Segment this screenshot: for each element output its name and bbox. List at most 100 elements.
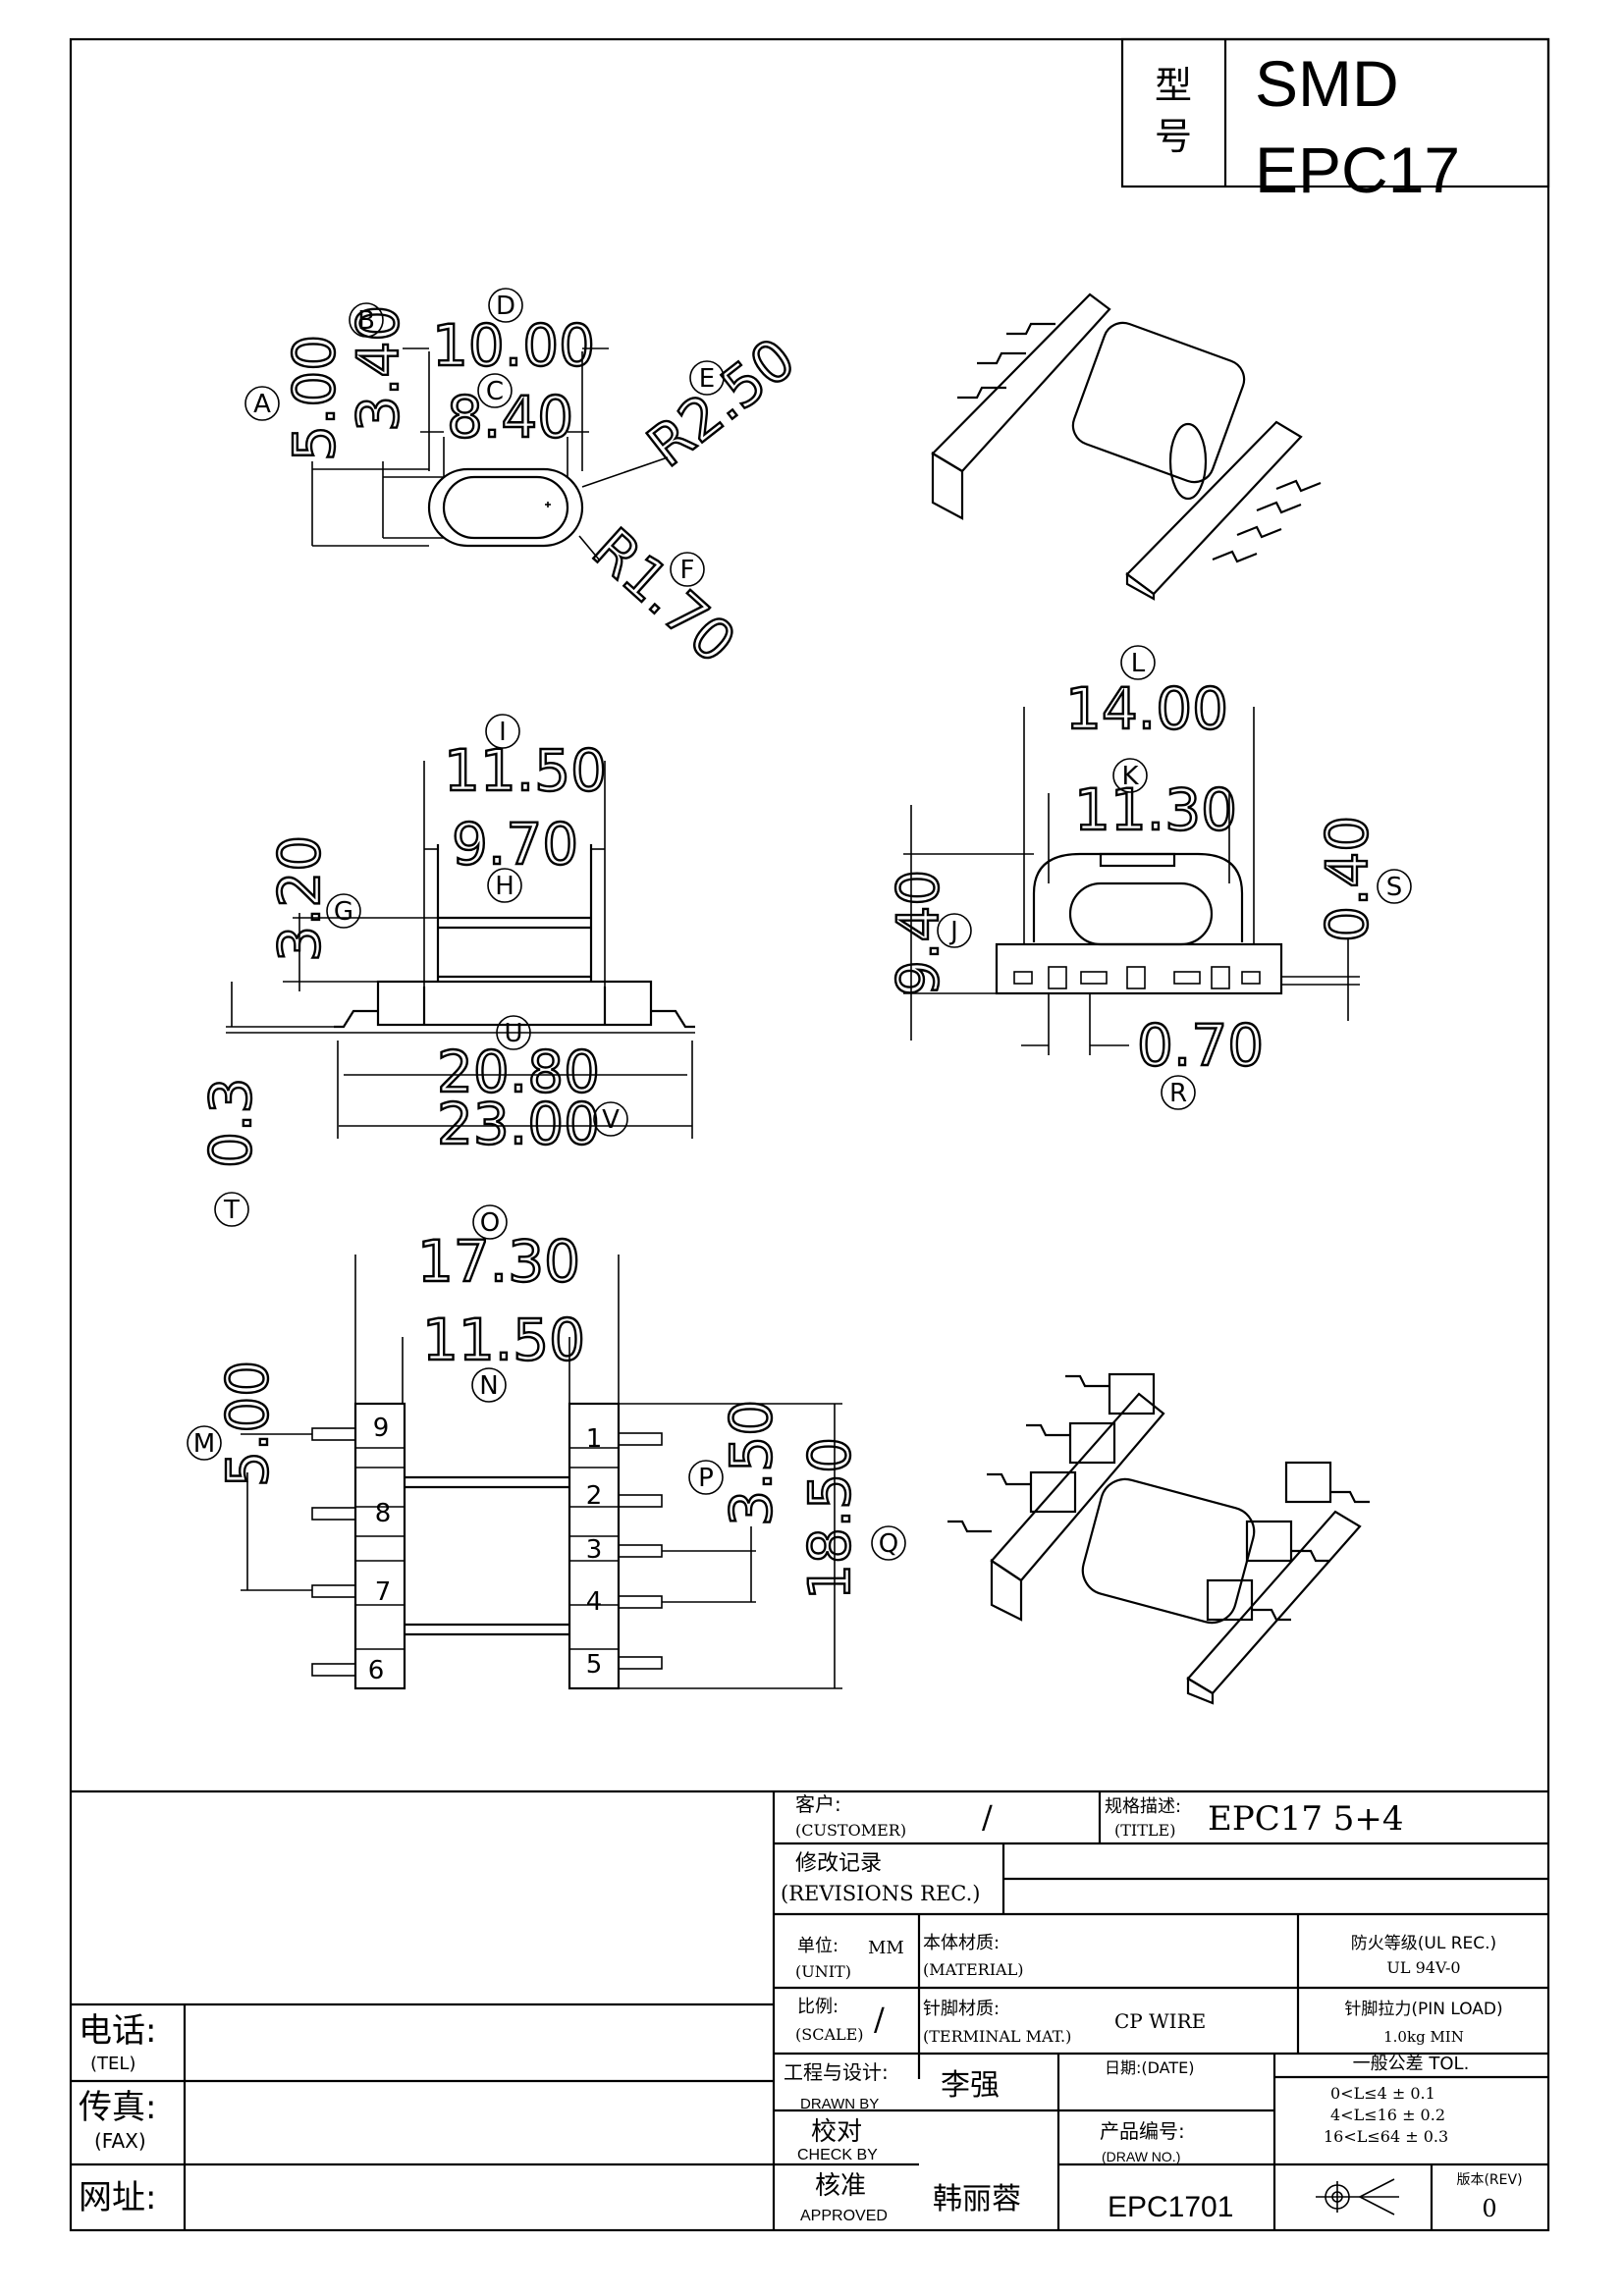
terminal-en: (TERMINAL MAT.) <box>923 2027 1071 2046</box>
date-cn: 日期:(DATE) <box>1105 2058 1195 2077</box>
dim-T: 0.3 <box>197 1078 264 1168</box>
drawn-value: 李强 <box>941 2068 1000 2103</box>
sheet-border <box>69 37 1550 2232</box>
projection-symbol-icon <box>1316 2178 1399 2216</box>
tel-en: (TEL) <box>90 2054 135 2074</box>
bubble-N: N <box>479 1371 498 1401</box>
check-en: CHECK BY <box>797 2147 878 2163</box>
dim-B: 3.40 <box>345 305 411 432</box>
pin-2: 2 <box>586 1481 603 1511</box>
bubble-S: S <box>1386 873 1403 902</box>
pin-3: 3 <box>586 1535 603 1565</box>
material-en: (MATERIAL) <box>923 1960 1023 1979</box>
slot-view <box>311 347 669 561</box>
bubble-U: U <box>504 1019 522 1048</box>
scale-value: / <box>874 2001 885 2038</box>
dim-F: R1.70 <box>580 515 748 676</box>
dim-S: 0.40 <box>1314 816 1380 942</box>
bubble-Q: Q <box>879 1529 898 1559</box>
dimension-labels: 5.00 3.40 8.40 10.00 R2.50 R1.70 3.20 9.… <box>196 304 1381 1602</box>
drawn-en: DRAWN BY <box>800 2096 879 2112</box>
title-en: (TITLE) <box>1114 1821 1175 1840</box>
ul-cn: 防火等级(UL REC.) <box>1351 1934 1496 1953</box>
rev-rec-cn: 修改记录 <box>795 1851 882 1876</box>
approved-en: APPROVED <box>800 2208 888 2224</box>
bubble-R: R <box>1169 1079 1187 1108</box>
bubble-O: O <box>480 1208 500 1238</box>
rev-label: 版本(REV) <box>1456 2172 1522 2188</box>
dim-C: 8.40 <box>447 384 573 451</box>
customer-value: / <box>982 1798 993 1836</box>
pin-1: 1 <box>586 1424 603 1454</box>
dim-H: 9.70 <box>452 811 578 878</box>
pin-5: 5 <box>586 1650 603 1680</box>
dim-D: 10.00 <box>432 312 595 379</box>
bubble-K: K <box>1121 762 1139 791</box>
dim-R: 0.70 <box>1137 1012 1264 1079</box>
approved-value: 韩丽蓉 <box>933 2182 1021 2216</box>
bubble-D: D <box>496 292 515 321</box>
drawno-cn: 产品编号: <box>1100 2119 1185 2143</box>
bubble-L: L <box>1131 649 1146 678</box>
tol-row1: 0<L≤4 ± 0.1 <box>1330 2084 1435 2103</box>
fax-label: 传真: <box>79 2088 156 2127</box>
material-cn: 本体材质: <box>923 1933 1000 1953</box>
web-label: 网址: <box>79 2178 156 2217</box>
bubble-J: J <box>948 917 958 946</box>
drawno-en: (DRAW NO.) <box>1102 2149 1180 2164</box>
terminal-value: CP WIRE <box>1114 2009 1206 2033</box>
bubble-E: E <box>699 364 715 394</box>
pin-7: 7 <box>375 1577 392 1607</box>
bubble-P: P <box>698 1464 714 1493</box>
bubble-H: H <box>495 872 514 901</box>
scale-en: (SCALE) <box>795 2025 864 2044</box>
scale-cn: 比例: <box>797 1997 839 2017</box>
unit-en: (UNIT) <box>795 1962 851 1981</box>
bubble-G: G <box>334 897 353 927</box>
approved-cn: 核准 <box>815 2171 866 2201</box>
rev-value: 0 <box>1482 2195 1496 2222</box>
pin-9: 9 <box>373 1414 390 1443</box>
pinload-value: 1.0kg MIN <box>1383 2028 1464 2046</box>
bubble-C: C <box>486 377 504 406</box>
letter-bubbles: A B C D E F G H I J K L M N O P Q R S T … <box>187 288 1412 1561</box>
dim-K: 11.30 <box>1074 776 1237 843</box>
pin-4: 4 <box>586 1587 603 1617</box>
bottom-view <box>241 1255 842 1690</box>
dim-G: 3.20 <box>266 835 333 962</box>
terminal-cn: 针脚材质: <box>923 1999 1000 2019</box>
dim-A: 5.00 <box>281 335 348 461</box>
drawn-cn: 工程与设计: <box>784 2060 889 2084</box>
ul-value: UL 94V-0 <box>1386 1958 1460 1977</box>
pin-numbers: 1 2 3 4 5 6 7 8 9 <box>368 1414 603 1685</box>
title-block: 电话: (TEL) 传真: (FAX) 网址: 客户: (CUSTOMER) /… <box>71 1789 1548 2230</box>
bubble-T: T <box>223 1196 240 1225</box>
drawno-value: EPC1701 <box>1108 2191 1233 2223</box>
bubble-F: F <box>680 556 695 585</box>
title-cn: 规格描述: <box>1105 1796 1181 1817</box>
rev-rec-en: (REVISIONS REC.) <box>781 1882 980 1905</box>
model-line1: SMD <box>1255 47 1399 120</box>
side-view <box>903 707 1360 1055</box>
dim-E: R2.50 <box>635 325 807 480</box>
pin-8: 8 <box>375 1499 392 1528</box>
dim-Q: 18.50 <box>796 1437 863 1600</box>
dim-O: 17.30 <box>417 1228 580 1295</box>
unit-cn: 单位: <box>797 1936 839 1956</box>
model-box: 型 号 SMD EPC17 <box>1120 37 1550 206</box>
fax-en: (FAX) <box>94 2129 146 2153</box>
dim-P: 3.50 <box>718 1400 784 1526</box>
customer-en: (CUSTOMER) <box>795 1821 906 1840</box>
title-value: EPC17 5+4 <box>1208 1799 1404 1839</box>
tol-row2: 4<L≤16 ± 0.2 <box>1330 2106 1445 2124</box>
bubble-M: M <box>193 1429 215 1459</box>
model-label-2: 号 <box>1155 115 1192 158</box>
bubble-A: A <box>253 390 271 419</box>
dim-I: 11.50 <box>444 737 607 804</box>
iso-view-top <box>931 293 1322 601</box>
dim-M: 5.00 <box>214 1361 281 1487</box>
dim-V: 23.00 <box>437 1091 600 1157</box>
front-view <box>226 761 695 1139</box>
unit-value: MM <box>868 1938 904 1958</box>
pinload-cn: 针脚拉力(PIN LOAD) <box>1344 2000 1502 2019</box>
